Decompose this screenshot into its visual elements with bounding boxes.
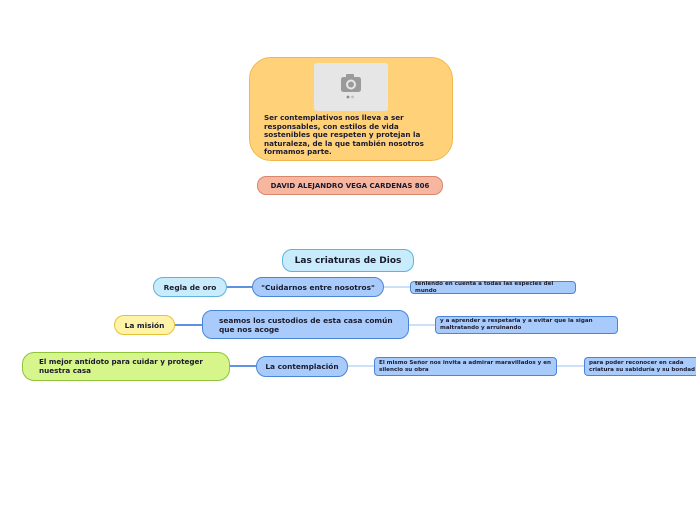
image-placeholder [314, 63, 388, 111]
branch-contemplacion[interactable]: La contemplación [256, 356, 348, 377]
leaf-sabiduria[interactable]: para poder reconocer en cada criatura su… [584, 357, 696, 376]
branch-cuidarnos[interactable]: "Cuidarnos entre nosotros" [252, 277, 384, 297]
node-regla-de-oro[interactable]: Regla de oro [153, 277, 227, 297]
node-mejor-antidoto[interactable]: El mejor antídoto para cuidar y proteger… [22, 352, 230, 381]
card-text: Ser contemplativos nos lleva a ser respo… [264, 113, 424, 157]
leaf-especies[interactable]: teniendo en cuenta a todas las especies … [410, 281, 576, 294]
branch-custodios[interactable]: seamos los custodios de esta casa común … [202, 310, 409, 339]
author-node[interactable]: DAVID ALEJANDRO VEGA CARDENAS 806 [257, 176, 443, 195]
node-la-mision[interactable]: La misión [114, 315, 175, 335]
root-node[interactable]: Las criaturas de Dios [282, 249, 414, 272]
camera-icon [341, 74, 361, 99]
leaf-senor-invita[interactable]: El mismo Señor nos invita a admirar mara… [374, 357, 557, 376]
leaf-respetarla[interactable]: y a aprender a respetarla y a evitar que… [435, 316, 618, 334]
